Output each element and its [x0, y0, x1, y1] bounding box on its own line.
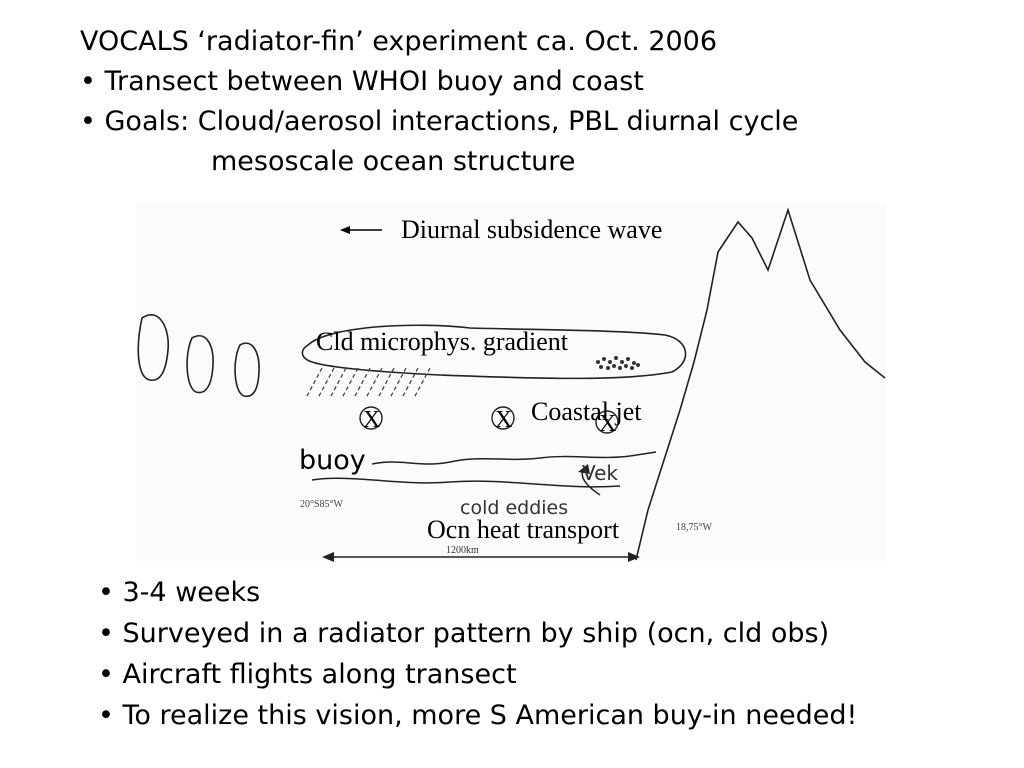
station-x-1: X [363, 407, 380, 433]
subsidence-label: Diurnal subsidence wave [401, 215, 662, 244]
header-bullet-goals: • Goals: Cloud/aerosol interactions, PBL… [80, 106, 799, 137]
coastal-aerosol-stipple [596, 356, 640, 370]
coastline [635, 251, 719, 561]
offshore-cloud-cell-2 [186, 335, 214, 394]
header-bullet-goals-continued: mesoscale ocean structure [211, 146, 576, 177]
vek-arrowhead [578, 464, 590, 474]
stratocumulus-deck-outline [301, 324, 687, 380]
heat-transport-label: Ocn heat transport [427, 515, 620, 544]
buoy-label: buoy [299, 445, 366, 476]
distance-label: 1200km [446, 545, 479, 556]
station-x-2: X [495, 407, 512, 433]
offshore-cloud-cell-3 [234, 342, 260, 398]
slide-header: VOCALS ‘radiator-fin’ experiment ca. Oct… [80, 22, 980, 182]
station-circle-2 [491, 406, 515, 430]
station-circle-1 [359, 406, 383, 430]
distance-arrowhead-right [628, 552, 640, 562]
distance-arrowhead-left [322, 552, 334, 562]
bullet-survey: • Surveyed in a radiator pattern by ship… [98, 618, 830, 649]
station-circle-3 [595, 410, 619, 434]
microphys-label: Cld microphys. gradient [316, 327, 569, 356]
ocean-boundary-line-1 [371, 451, 657, 465]
cold-eddies-label: cold eddies [460, 497, 568, 519]
coord-left-label: 20°S85°W [300, 499, 344, 510]
subsidence-arrowhead [340, 226, 350, 234]
vek-label: Vek [582, 461, 618, 485]
bullet-aircraft: • Aircraft flights along transect [98, 659, 517, 690]
offshore-cloud-cell-1 [137, 314, 170, 381]
bullet-duration: • 3-4 weeks [98, 577, 261, 608]
andes-mountain-outline [717, 207, 886, 379]
coastal-jet-label: Coastal jet [531, 397, 642, 426]
station-x-3: X [599, 411, 616, 437]
coord-right-label: 18,75°W [676, 522, 712, 533]
drizzle-streaks [305, 367, 431, 399]
header-bullet-transect: • Transect between WHOI buoy and coast [80, 66, 644, 97]
bottom-bullet-list: • 3-4 weeks • Surveyed in a radiator pat… [98, 572, 998, 736]
ocean-boundary-line-2 [311, 477, 621, 488]
slide-title: VOCALS ‘radiator-fin’ experiment ca. Oct… [80, 26, 718, 57]
diagram-background [136, 203, 886, 561]
bullet-buy-in: • To realize this vision, more S America… [98, 700, 858, 731]
